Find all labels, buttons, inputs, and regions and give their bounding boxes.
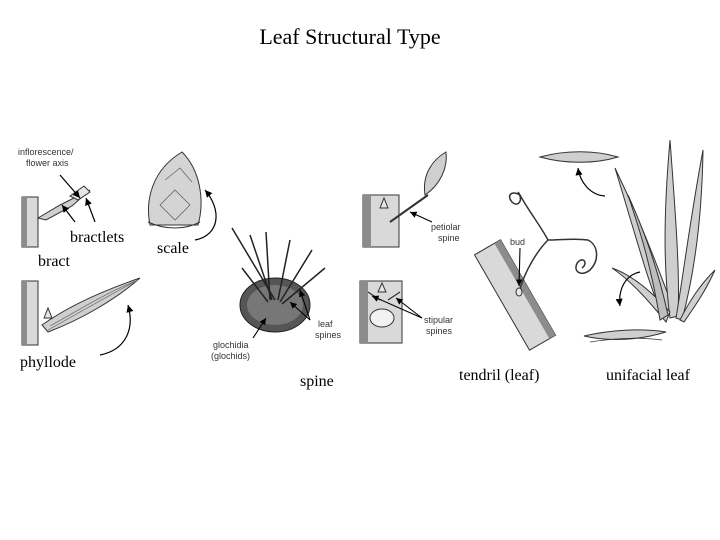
petiolar-label-2: spine <box>438 233 460 243</box>
tendril-label: tendril (leaf) <box>459 367 539 385</box>
inflorescence-label-1: inflorescence/ <box>18 147 74 157</box>
phyllode-illustration <box>22 278 140 355</box>
spine-illustration: leaf spines glochidia (glochids) <box>211 228 342 361</box>
unifacial-leaf-label: unifacial leaf <box>606 367 690 385</box>
leaf-spines-label-1: leaf <box>318 319 333 329</box>
petiolar-label-1: petiolar <box>431 222 461 232</box>
scale-illustration <box>148 152 216 240</box>
petiolar-spine-illustration: petiolar spine <box>363 152 461 247</box>
inflorescence-label-2: flower axis <box>26 158 69 168</box>
stipular-label-1: stipular <box>424 315 453 325</box>
tendril-illustration: bud <box>475 192 597 350</box>
stipular-label-2: spines <box>426 326 453 336</box>
glochidia-label-1: glochidia <box>213 340 249 350</box>
bud-label: bud <box>510 237 525 247</box>
bract-label: bract <box>38 253 70 271</box>
bractlets-label: bractlets <box>70 229 124 247</box>
scale-label: scale <box>157 240 189 258</box>
phyllode-label: phyllode <box>20 354 76 372</box>
stipular-spines-illustration: stipular spines <box>360 281 453 343</box>
unifacial-leaf-illustration <box>540 140 715 342</box>
leaf-spines-label-2: spines <box>315 330 342 340</box>
glochidia-label-2: (glochids) <box>211 351 250 361</box>
spine-label: spine <box>300 373 334 391</box>
